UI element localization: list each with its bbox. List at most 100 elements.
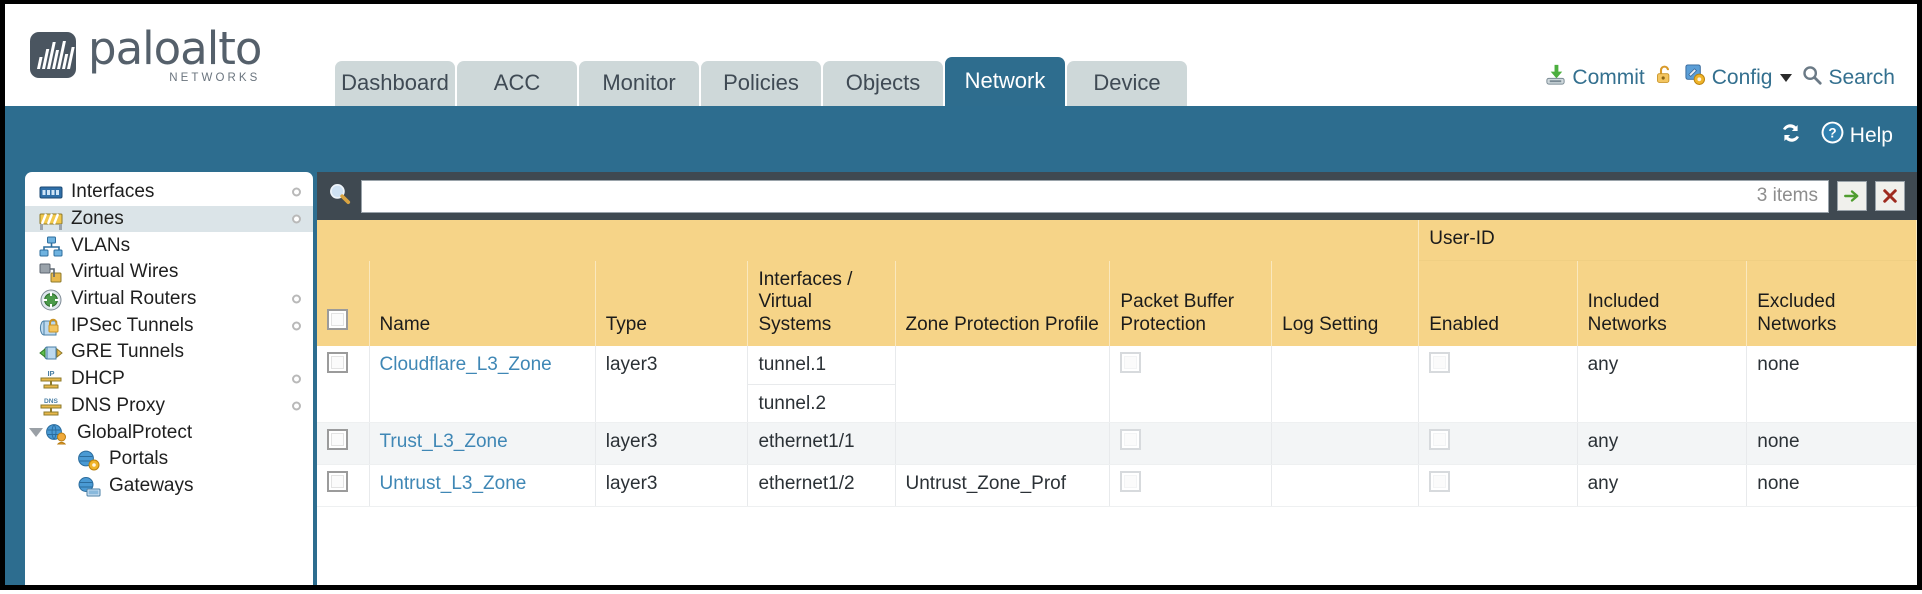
user-id-enabled-cell [1418, 422, 1578, 466]
expand-collapse-triangle-icon[interactable] [27, 424, 44, 441]
interface-entry: ethernet1/1 [758, 431, 855, 453]
excluded-networks-cell: none [1746, 464, 1917, 507]
zone-name-cell: Trust_L3_Zone [369, 422, 596, 466]
row-select-cell [317, 346, 370, 424]
help-label: Help [1849, 123, 1893, 147]
sidebar-item-ipsec-tunnels[interactable]: IPSec Tunnels [25, 312, 313, 339]
column-header-packet-buffer-protection[interactable]: Packet Buffer Protection [1109, 260, 1273, 347]
interface-entry: tunnel.2 [758, 392, 827, 414]
column-header-enabled[interactable]: Enabled [1418, 260, 1578, 347]
included-networks-cell: any [1577, 464, 1748, 507]
interface-entry: tunnel.1 [748, 346, 895, 385]
user-id-group-header: User-ID [1418, 220, 1917, 262]
group-header-row: User-ID [317, 220, 1917, 262]
zone-type-cell: layer3 [595, 346, 749, 424]
tab-device[interactable]: Device [1067, 61, 1187, 106]
sidebar-item-gre-tunnels[interactable]: GRE Tunnels [25, 339, 313, 366]
zone-protection-profile-cell [895, 422, 1111, 466]
column-header-label: Log Setting [1282, 313, 1379, 335]
sidebar-item-vlans[interactable]: VLANs [25, 232, 313, 259]
select-all-checkbox[interactable] [327, 308, 348, 330]
column-header-type[interactable]: Type [595, 260, 749, 347]
column-header-excluded-networks[interactable]: Excluded Networks [1746, 260, 1917, 347]
user-id-enabled-checkbox[interactable] [1429, 471, 1451, 493]
sidebar-item-gateways[interactable]: Gateways [25, 473, 313, 500]
column-header-label: Zone Protection Profile [905, 313, 1099, 335]
clear-filter-button[interactable] [1875, 181, 1905, 211]
sidebar-item-virtual-routers[interactable]: Virtual Routers [25, 286, 313, 313]
tab-label: Objects [845, 70, 921, 95]
apply-filter-button[interactable] [1837, 181, 1867, 211]
zone-name-link[interactable]: Cloudflare_L3_Zone [379, 354, 552, 376]
column-header-included-networks[interactable]: Included Networks [1577, 260, 1748, 347]
column-header-label: Interfaces / Virtual Systems [758, 268, 853, 335]
row-select-checkbox[interactable] [327, 352, 348, 374]
zone-type-cell: layer3 [595, 464, 749, 507]
zone-name-link[interactable]: Trust_L3_Zone [379, 431, 508, 453]
refresh-button[interactable] [1778, 121, 1804, 151]
packet-buffer-protection-cell [1109, 346, 1273, 424]
tab-acc[interactable]: ACC [457, 61, 577, 106]
dhcp-icon: IP [39, 369, 63, 389]
sidebar-item-virtual-wires[interactable]: Virtual Wires [25, 259, 313, 286]
help-button[interactable]: ? Help [1820, 120, 1893, 151]
tab-dashboard[interactable]: Dashboard [335, 61, 455, 106]
sidebar-item-portals[interactable]: Portals [25, 446, 313, 473]
sidebar-item-interfaces[interactable]: Interfaces [25, 179, 313, 206]
search-input[interactable]: 3 items [361, 179, 1829, 213]
included-networks-cell: any [1577, 422, 1748, 466]
svg-text:IP: IP [47, 369, 54, 378]
tab-monitor[interactable]: Monitor [579, 61, 699, 106]
sidebar-item-label: DNS Proxy [71, 394, 165, 416]
refresh-icon [1778, 121, 1804, 151]
tab-label: Dashboard [341, 70, 449, 95]
config-menu[interactable]: Config [1684, 63, 1793, 92]
commit-label: Commit [1572, 65, 1645, 89]
row-select-cell [317, 464, 370, 507]
sidebar-item-label: IPSec Tunnels [71, 314, 194, 336]
sidebar-item-globalprotect[interactable]: GlobalProtect [25, 419, 313, 446]
sidebar-item-zones[interactable]: Zones [25, 205, 313, 233]
user-id-enabled-checkbox[interactable] [1429, 352, 1451, 374]
column-header-name[interactable]: Name [369, 260, 596, 347]
ipsec-tunnels-icon [39, 316, 63, 336]
search-button[interactable]: Search [1801, 64, 1895, 92]
sidebar-item-status-dot [292, 401, 301, 411]
column-header-zone-protection-profile[interactable]: Zone Protection Profile [895, 260, 1111, 347]
log-setting-cell [1271, 346, 1420, 424]
vlans-icon [39, 236, 63, 257]
column-header-interfaces-virtual-systems[interactable]: Interfaces / Virtual Systems [747, 260, 896, 347]
commit-button[interactable]: Commit [1544, 63, 1645, 92]
tab-network[interactable]: Network [945, 57, 1065, 106]
gre-tunnels-icon [39, 342, 63, 362]
user-id-enabled-checkbox[interactable] [1429, 429, 1451, 451]
packet-buffer-protection-checkbox[interactable] [1120, 352, 1142, 374]
column-header-label: Name [379, 313, 431, 335]
brand-tagline: NETWORKS [169, 72, 261, 84]
padlock-icon [1654, 63, 1675, 92]
lock-button[interactable] [1654, 63, 1675, 92]
sidebar-item-label: VLANs [71, 234, 131, 256]
tab-objects[interactable]: Objects [823, 61, 943, 106]
column-header-label: Enabled [1429, 313, 1499, 335]
packet-buffer-protection-checkbox[interactable] [1120, 429, 1142, 451]
tab-label: Policies [723, 70, 799, 95]
packet-buffer-protection-checkbox[interactable] [1120, 471, 1142, 493]
tab-policies[interactable]: Policies [701, 61, 821, 106]
row-select-checkbox[interactable] [327, 429, 348, 451]
row-select-checkbox[interactable] [327, 471, 348, 493]
config-label: Config [1711, 65, 1773, 89]
zone-name-link[interactable]: Untrust_L3_Zone [379, 473, 527, 495]
packet-buffer-protection-cell [1109, 422, 1273, 466]
zone-name-cell: Cloudflare_L3_Zone [369, 346, 596, 424]
column-header-log-setting[interactable]: Log Setting [1271, 260, 1420, 347]
sidebar-item-status-dot [292, 214, 301, 224]
